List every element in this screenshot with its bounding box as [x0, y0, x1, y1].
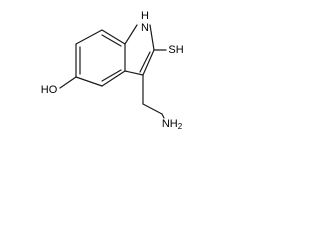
pyrrole-ring: [124, 24, 155, 76]
molecule-structure: H N SH HO NH2: [41, 10, 184, 131]
amine-label: NH2: [162, 118, 183, 131]
bond-c7a-c3a-inner: [101, 69, 122, 82]
bond-c6-c7-inner: [101, 34, 122, 47]
thiol-label: SH: [168, 44, 183, 56]
bond-c6-c7: [101, 29, 126, 45]
benzene-ring: [75, 29, 126, 87]
substituent-bonds: [59, 49, 167, 119]
bond-c7a-c3a: [101, 70, 126, 87]
bond-c5-c6: [75, 29, 103, 45]
bond-c2-c3: [142, 49, 155, 76]
bond-c4-oh: [59, 76, 77, 89]
atom-labels: H N SH HO NH2: [41, 10, 184, 131]
hydroxyl-label: HO: [41, 84, 58, 96]
indole-nh-label: H: [141, 10, 149, 22]
amine-nh: NH: [162, 118, 178, 130]
bond-c3-c3a: [124, 70, 144, 76]
bond-ch2a-ch2b: [142, 103, 163, 115]
bond-c7a-n1: [124, 24, 138, 45]
indole-n-label: N: [141, 22, 149, 34]
indole-nh-h-top: H: [141, 10, 149, 22]
bond-ch2b-n: [161, 113, 165, 119]
bond-c2-c3-inner: [139, 51, 151, 73]
bond-c3a-c4: [75, 76, 103, 87]
bond-n1-c2: [149, 24, 155, 51]
amine-subscript: 2: [178, 122, 183, 131]
